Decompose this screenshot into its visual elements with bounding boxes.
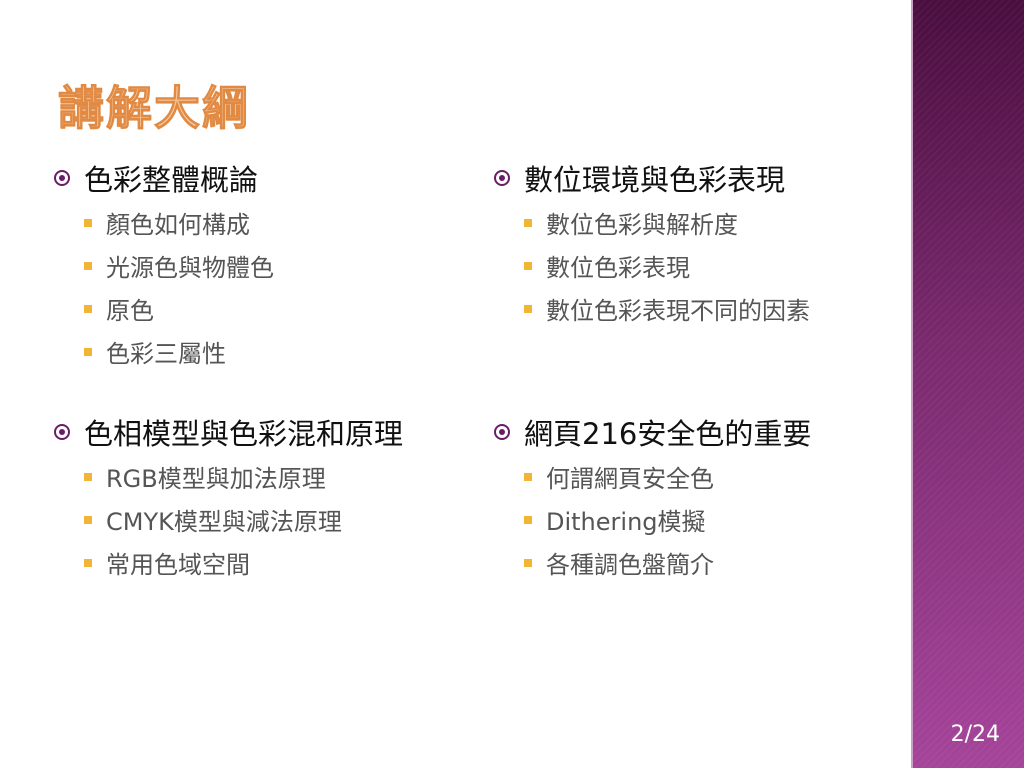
main-bullet-text: 色相模型與色彩混和原理 [84,417,404,451]
sub-bullet-item: 數位色彩表現不同的因素 [492,287,811,330]
circle-bullet-icon [54,424,70,440]
main-bullet-item: 網頁216安全色的重要 [492,409,811,455]
decorative-sidebar [911,0,1024,768]
sub-bullet-item: 原色 [52,287,403,330]
sub-bullet-item: CMYK模型與減法原理 [52,498,403,541]
sub-bullet-item: 數位色彩與解析度 [492,201,811,244]
square-bullet-icon [84,515,92,524]
main-bullet-item: 色相模型與色彩混和原理 [52,409,403,455]
outline-group: 網頁216安全色的重要 何謂網頁安全色 Dithering模擬 各種調色盤簡介 [492,409,811,584]
main-bullet-text: 數位環境與色彩表現 [524,163,786,197]
main-bullet-text: 網頁216安全色的重要 [524,417,812,451]
sub-bullet-item: Dithering模擬 [492,498,811,541]
page-number: 2/24 [950,722,1000,747]
square-bullet-icon [524,218,532,227]
sub-bullet-text: 何謂網頁安全色 [546,465,714,493]
slide-title: 講解大綱 [58,81,250,136]
square-bullet-icon [524,515,532,524]
square-bullet-icon [84,347,92,356]
main-bullet-item: 數位環境與色彩表現 [492,155,811,201]
sub-bullet-text: CMYK模型與減法原理 [106,508,342,536]
spacer-row [492,330,811,373]
sub-bullet-text: 各種調色盤簡介 [546,551,714,579]
square-bullet-icon [84,472,92,481]
square-bullet-icon [524,558,532,567]
sub-bullet-item: 光源色與物體色 [52,244,403,287]
circle-bullet-icon [494,170,510,186]
sub-bullet-item: 各種調色盤簡介 [492,541,811,584]
outline-group: 色彩整體概論 顏色如何構成 光源色與物體色 原色 色彩三屬性 [52,155,403,373]
outline-group: 數位環境與色彩表現 數位色彩與解析度 數位色彩表現 數位色彩表現不同的因素 [492,155,811,373]
circle-bullet-icon [54,170,70,186]
square-bullet-icon [524,472,532,481]
sub-bullet-item: 色彩三屬性 [52,330,403,373]
sub-bullet-text: 顏色如何構成 [106,211,250,239]
sub-bullet-text: 常用色域空間 [106,551,250,579]
square-bullet-icon [84,261,92,270]
sub-bullet-text: RGB模型與加法原理 [106,465,326,493]
sub-bullet-text: 色彩三屬性 [106,340,226,368]
main-bullet-text: 色彩整體概論 [84,163,259,197]
sub-bullet-item: 顏色如何構成 [52,201,403,244]
square-bullet-icon [84,558,92,567]
sub-bullet-item: 數位色彩表現 [492,244,811,287]
circle-bullet-icon [494,424,510,440]
sub-bullet-text: Dithering模擬 [546,508,706,536]
sub-bullet-text: 數位色彩表現不同的因素 [546,297,810,325]
right-column: 數位環境與色彩表現 數位色彩與解析度 數位色彩表現 數位色彩表現不同的因素 網頁… [492,155,811,584]
square-bullet-icon [84,304,92,313]
sub-bullet-item: RGB模型與加法原理 [52,455,403,498]
outline-group: 色相模型與色彩混和原理 RGB模型與加法原理 CMYK模型與減法原理 常用色域空… [52,409,403,584]
sub-bullet-item: 常用色域空間 [52,541,403,584]
sub-bullet-text: 原色 [106,297,154,325]
sub-bullet-text: 數位色彩與解析度 [546,211,738,239]
main-bullet-item: 色彩整體概論 [52,155,403,201]
sidebar-edge [911,0,913,768]
sub-bullet-text: 光源色與物體色 [106,254,274,282]
sidebar-texture [911,0,1024,768]
square-bullet-icon [524,304,532,313]
left-column: 色彩整體概論 顏色如何構成 光源色與物體色 原色 色彩三屬性 色相模 [52,155,403,584]
sub-bullet-text: 數位色彩表現 [546,254,690,282]
sub-bullet-item: 何謂網頁安全色 [492,455,811,498]
square-bullet-icon [524,261,532,270]
square-bullet-icon [84,218,92,227]
